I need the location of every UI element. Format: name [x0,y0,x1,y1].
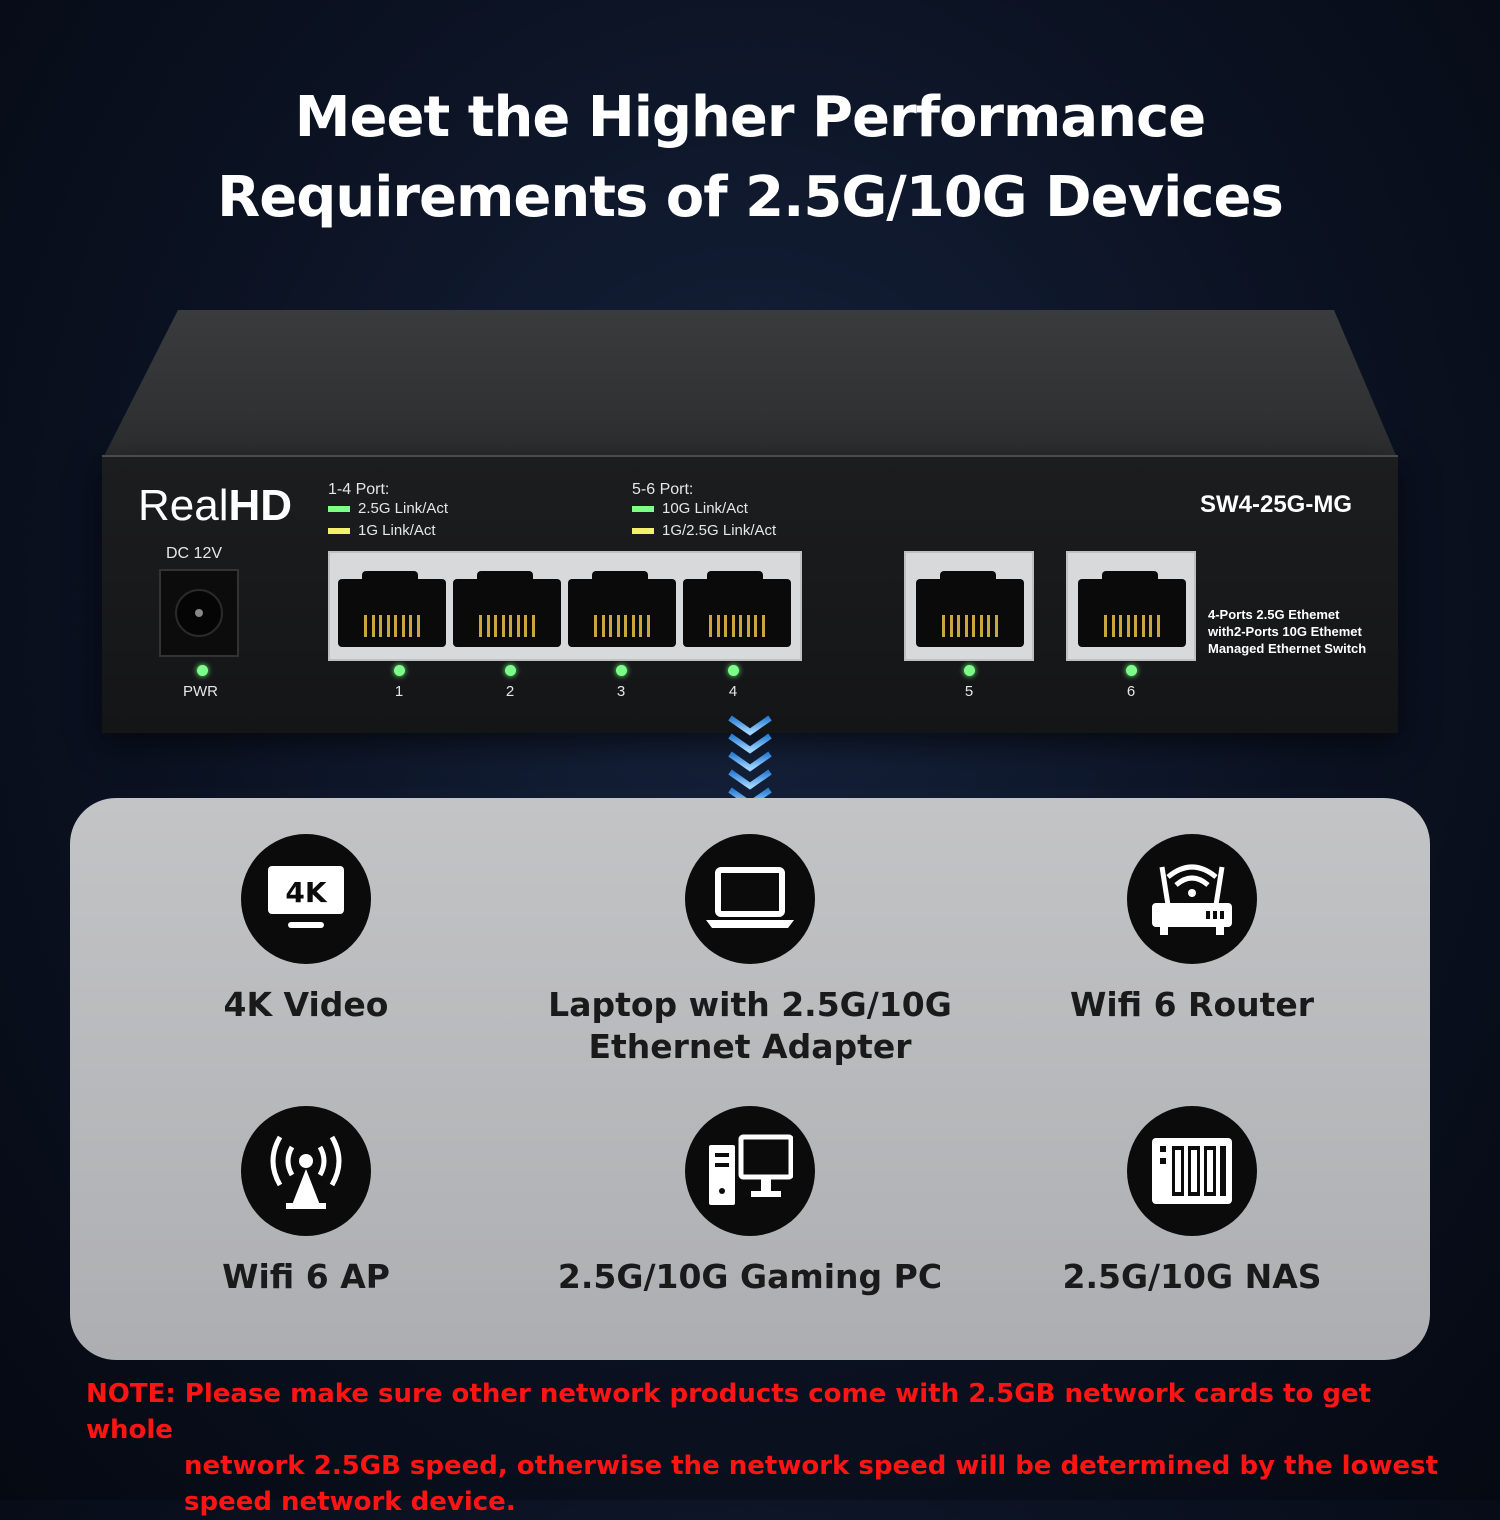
device-wifi-ap: Wifi 6 AP [86,1106,526,1298]
device-label: Wifi 6 Router [1069,985,1315,1024]
port-3-led [616,665,627,676]
nas-icon [1152,1138,1232,1204]
note-text: NOTE: Please make sure other network pro… [86,1376,1446,1520]
yellow-swatch-icon [632,527,654,534]
legend-left-title: 1-4 Port: [328,481,390,498]
dc-label: DC 12V [166,545,223,562]
switch-front-panel: RealHD DC 12V PWR 1-4 Port: 2.5G Link/Ac… [102,455,1398,733]
ethernet-port-5[interactable] [916,571,1024,647]
svg-text:4K: 4K [285,876,327,909]
device-label: Laptop with 2.5G/10G [548,985,952,1024]
ethernet-port-2[interactable] [453,571,561,647]
ethernet-port-4[interactable] [683,571,791,647]
green-swatch-icon [328,505,350,512]
device-label: 4K Video [223,985,389,1024]
device-label: 2.5G/10G Gaming PC [557,1257,943,1296]
legend-left-row-1: 2.5G Link/Act [328,500,448,517]
brand-logo: RealHD [138,481,293,530]
headline-line-2: Requirements of 2.5G/10G Devices [217,165,1284,230]
port-label-6: 6 [1126,683,1136,700]
port-label-1: 1 [394,683,404,700]
port-5-led [964,665,975,676]
access-point-icon [270,1135,342,1209]
port-label-3: 3 [616,683,626,700]
switch-top-cover [102,310,1398,460]
note-line-3: speed network device. [184,1487,516,1517]
pwr-label: PWR [183,683,218,700]
legend-right-title: 5-6 Port: [632,481,694,498]
device-label: 2.5G/10G NAS [1062,1257,1322,1296]
desktop-pc-icon [709,1134,793,1205]
device-label-line-2: Ethernet Adapter [588,1027,912,1066]
4k-tv-icon: 4K [268,866,344,928]
port-label-4: 4 [728,683,738,700]
ethernet-port-6[interactable] [1078,571,1186,647]
router-icon [1152,864,1232,935]
device-gaming-pc: 2.5G/10G Gaming PC [530,1106,970,1298]
pwr-led [197,665,208,676]
dc-power-jack [159,569,239,657]
port-frame-5 [904,551,1034,661]
port-2-led [505,665,516,676]
device-label: Wifi 6 AP [222,1257,390,1296]
port-1-led [394,665,405,676]
device-nas: 2.5G/10G NAS [972,1106,1412,1298]
legend-right-row-1: 10G Link/Act [632,500,748,517]
legend-left-row-2: 1G Link/Act [328,522,436,539]
note-line-2: network 2.5GB speed, otherwise the netwo… [184,1451,1439,1481]
headline-line-1: Meet the Higher Performance [294,85,1206,150]
port-4-led [728,665,739,676]
ethernet-port-3[interactable] [568,571,676,647]
product-description: 4-Ports 2.5G Ethemet with2-Ports 10G Eth… [1208,607,1367,656]
green-swatch-icon [632,505,654,512]
model-number: SW4-25G-MG [1199,491,1352,518]
port-frame-6 [1066,551,1196,661]
port-label-2: 2 [505,683,515,700]
note-line-1: NOTE: Please make sure other network pro… [86,1379,1372,1445]
port-6-led [1126,665,1137,676]
device-wifi-router: Wifi 6 Router [972,834,1412,1026]
ethernet-port-1[interactable] [338,571,446,647]
devices-panel: 4K 4K Video Laptop with 2.5G/10G Etherne… [70,798,1430,1360]
laptop-icon [706,867,794,928]
yellow-swatch-icon [328,527,350,534]
device-laptop: Laptop with 2.5G/10G Ethernet Adapter [530,834,970,1068]
legend-right-row-2: 1G/2.5G Link/Act [632,522,776,539]
port-block-1-4 [328,551,802,661]
headline: Meet the Higher Performance Requirements… [0,78,1500,238]
device-4k-video: 4K 4K Video [86,834,526,1026]
port-label-5: 5 [964,683,974,700]
